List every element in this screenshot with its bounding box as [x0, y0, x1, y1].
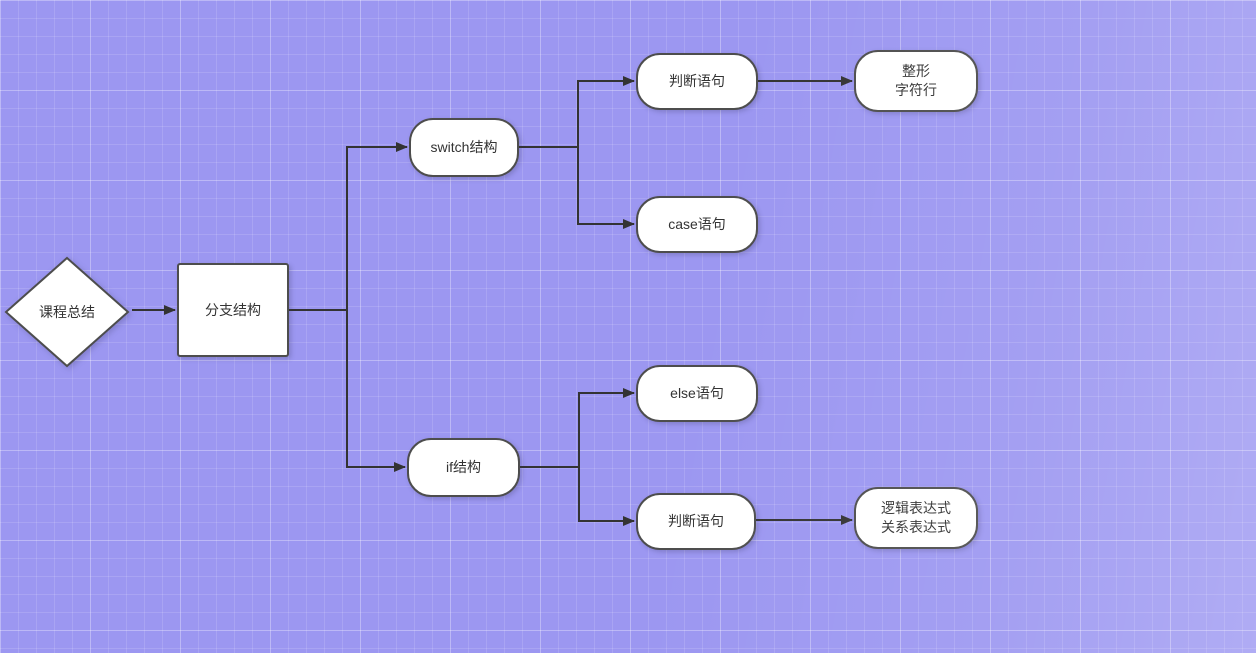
node-course-summary[interactable]: 课程总结 [3, 255, 131, 369]
node-int-char[interactable]: 整形 字符行 [854, 50, 978, 112]
connector-switch-case [577, 147, 635, 229]
connector-switch-judge [519, 76, 635, 148]
node-label: if结构 [446, 459, 481, 476]
node-label: else语句 [670, 385, 724, 402]
node-label: case语句 [668, 216, 726, 233]
node-label: 课程总结 [39, 303, 95, 320]
node-label: 判断语句 [669, 73, 725, 90]
node-judge-statement-top[interactable]: 判断语句 [636, 53, 758, 110]
node-if-structure[interactable]: if结构 [407, 438, 520, 497]
node-branch-structure[interactable]: 分支结构 [177, 263, 289, 357]
connector-branch-switch [289, 142, 408, 311]
node-else-statement[interactable]: else语句 [636, 365, 758, 422]
node-label-line1: 整形 [902, 63, 930, 80]
connector-if-judge [578, 467, 635, 526]
node-label: 判断语句 [668, 513, 724, 530]
node-case-statement[interactable]: case语句 [636, 196, 758, 253]
connector-if-else [520, 388, 635, 468]
node-switch-structure[interactable]: switch结构 [409, 118, 519, 177]
node-label: switch结构 [430, 139, 498, 156]
node-label-line1: 逻辑表达式 [881, 500, 951, 517]
node-expression[interactable]: 逻辑表达式 关系表达式 [854, 487, 978, 549]
diamond-shape-icon [4, 256, 130, 368]
node-label-line2: 关系表达式 [881, 519, 951, 535]
connector-branch-if [346, 310, 406, 472]
node-label-line2: 字符行 [895, 82, 937, 98]
node-label: 分支结构 [205, 301, 261, 318]
node-judge-statement-bottom[interactable]: 判断语句 [636, 493, 756, 550]
